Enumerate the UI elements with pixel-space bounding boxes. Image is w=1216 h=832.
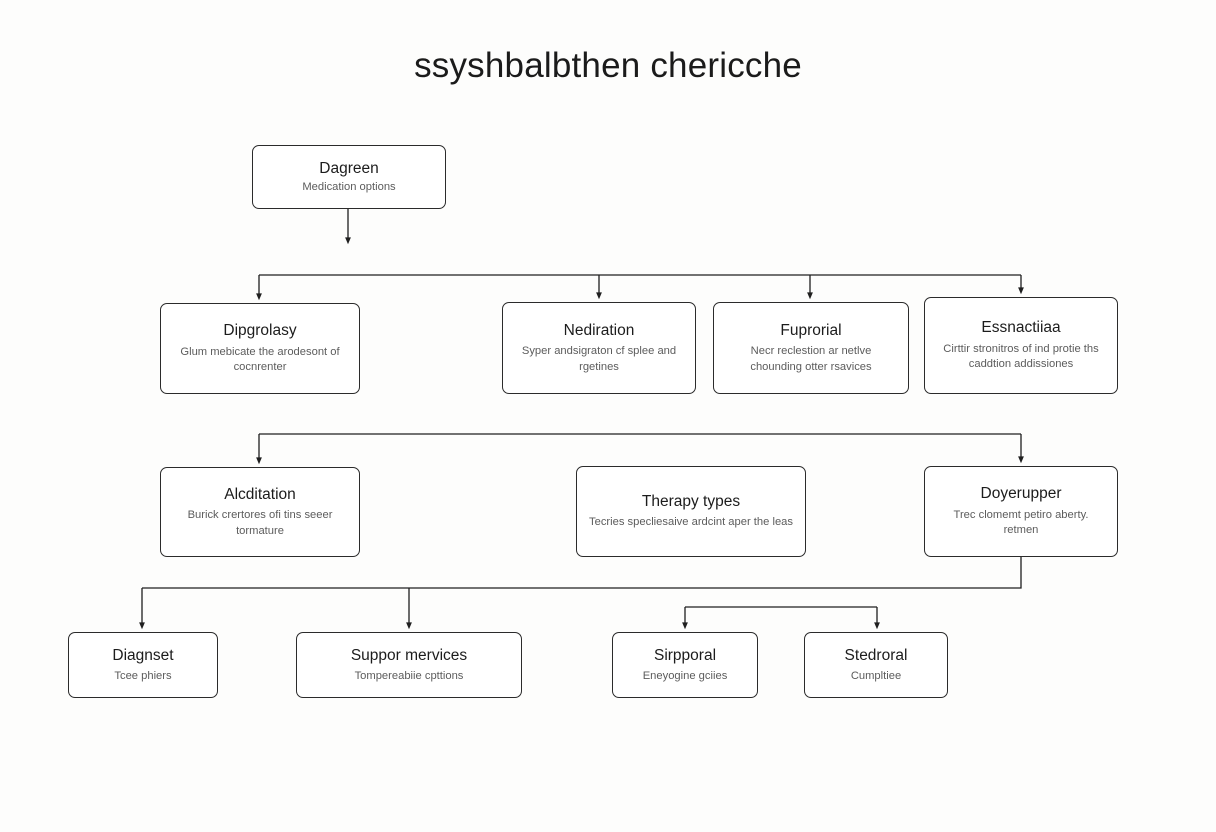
node-row4-3[interactable]: Sirpporal Eneyogine gciies bbox=[612, 632, 758, 698]
node-description: Necr reclestion ar netlve chounding otte… bbox=[750, 345, 872, 373]
node-title: Dagreen bbox=[319, 159, 379, 177]
node-title: Diagnset bbox=[112, 646, 174, 664]
node-description: Cirttir stronitros of ind protie ths cad… bbox=[943, 342, 1099, 371]
node-row2-2[interactable]: Nediration Syper andsigraton cf splee an… bbox=[502, 302, 696, 394]
node-row3-2[interactable]: Therapy types Tecries specliesaive ardci… bbox=[576, 466, 806, 557]
node-row4-4[interactable]: Stedroral Cumpltiee bbox=[804, 632, 948, 698]
page-title: ssyshbalbthen chericche bbox=[414, 46, 802, 85]
node-row3-1[interactable]: Alcditation Burick crertores ofi tins se… bbox=[160, 467, 360, 557]
node-title: Doyerupper bbox=[980, 485, 1062, 503]
node-description: Syper andsigraton cf splee and rgetines bbox=[521, 345, 677, 373]
node-description: Tompereabiie cpttions bbox=[354, 669, 464, 682]
node-row4-2[interactable]: Suppor mervices Tompereabiie cpttions bbox=[296, 632, 522, 698]
node-title: Alcditation bbox=[224, 485, 296, 503]
node-description: Burick crertores ofi tins seeer tormatur… bbox=[187, 509, 333, 537]
edge-bus-row4-long bbox=[142, 557, 1022, 589]
node-description: Cumpltiee bbox=[850, 669, 902, 682]
node-title: Suppor mervices bbox=[350, 646, 468, 664]
node-title: Dipgrolasy bbox=[223, 322, 297, 340]
node-title: Essnactiiaa bbox=[981, 319, 1061, 337]
node-description: Glum mebicate the arodesont of cocnrente… bbox=[180, 345, 340, 374]
node-title: Fuprorial bbox=[780, 321, 842, 339]
node-title: Sirpporal bbox=[653, 646, 717, 664]
node-title: Therapy types bbox=[641, 493, 741, 511]
node-description: Tecries specliesaive ardcint aper the le… bbox=[589, 516, 793, 529]
node-row2-1[interactable]: Dipgrolasy Glum mebicate the arodesont o… bbox=[160, 303, 360, 394]
node-row2-4[interactable]: Essnactiiaa Cirttir stronitros of ind pr… bbox=[924, 297, 1118, 394]
node-description: Trec clomemt petiro aberty. retmen bbox=[953, 508, 1089, 537]
node-root[interactable]: Dagreen Medication options bbox=[252, 145, 446, 209]
node-title: Stedroral bbox=[844, 646, 908, 664]
node-row3-3[interactable]: Doyerupper Trec clomemt petiro aberty. r… bbox=[924, 466, 1118, 557]
node-row4-1[interactable]: Diagnset Tcee phiers bbox=[68, 632, 218, 698]
node-description: Tcee phiers bbox=[114, 669, 172, 682]
node-title: Nediration bbox=[563, 321, 635, 339]
node-description: Medication options bbox=[302, 180, 396, 193]
node-description: Eneyogine gciies bbox=[642, 669, 728, 682]
node-row2-3[interactable]: Fuprorial Necr reclestion ar netlve chou… bbox=[713, 302, 909, 394]
